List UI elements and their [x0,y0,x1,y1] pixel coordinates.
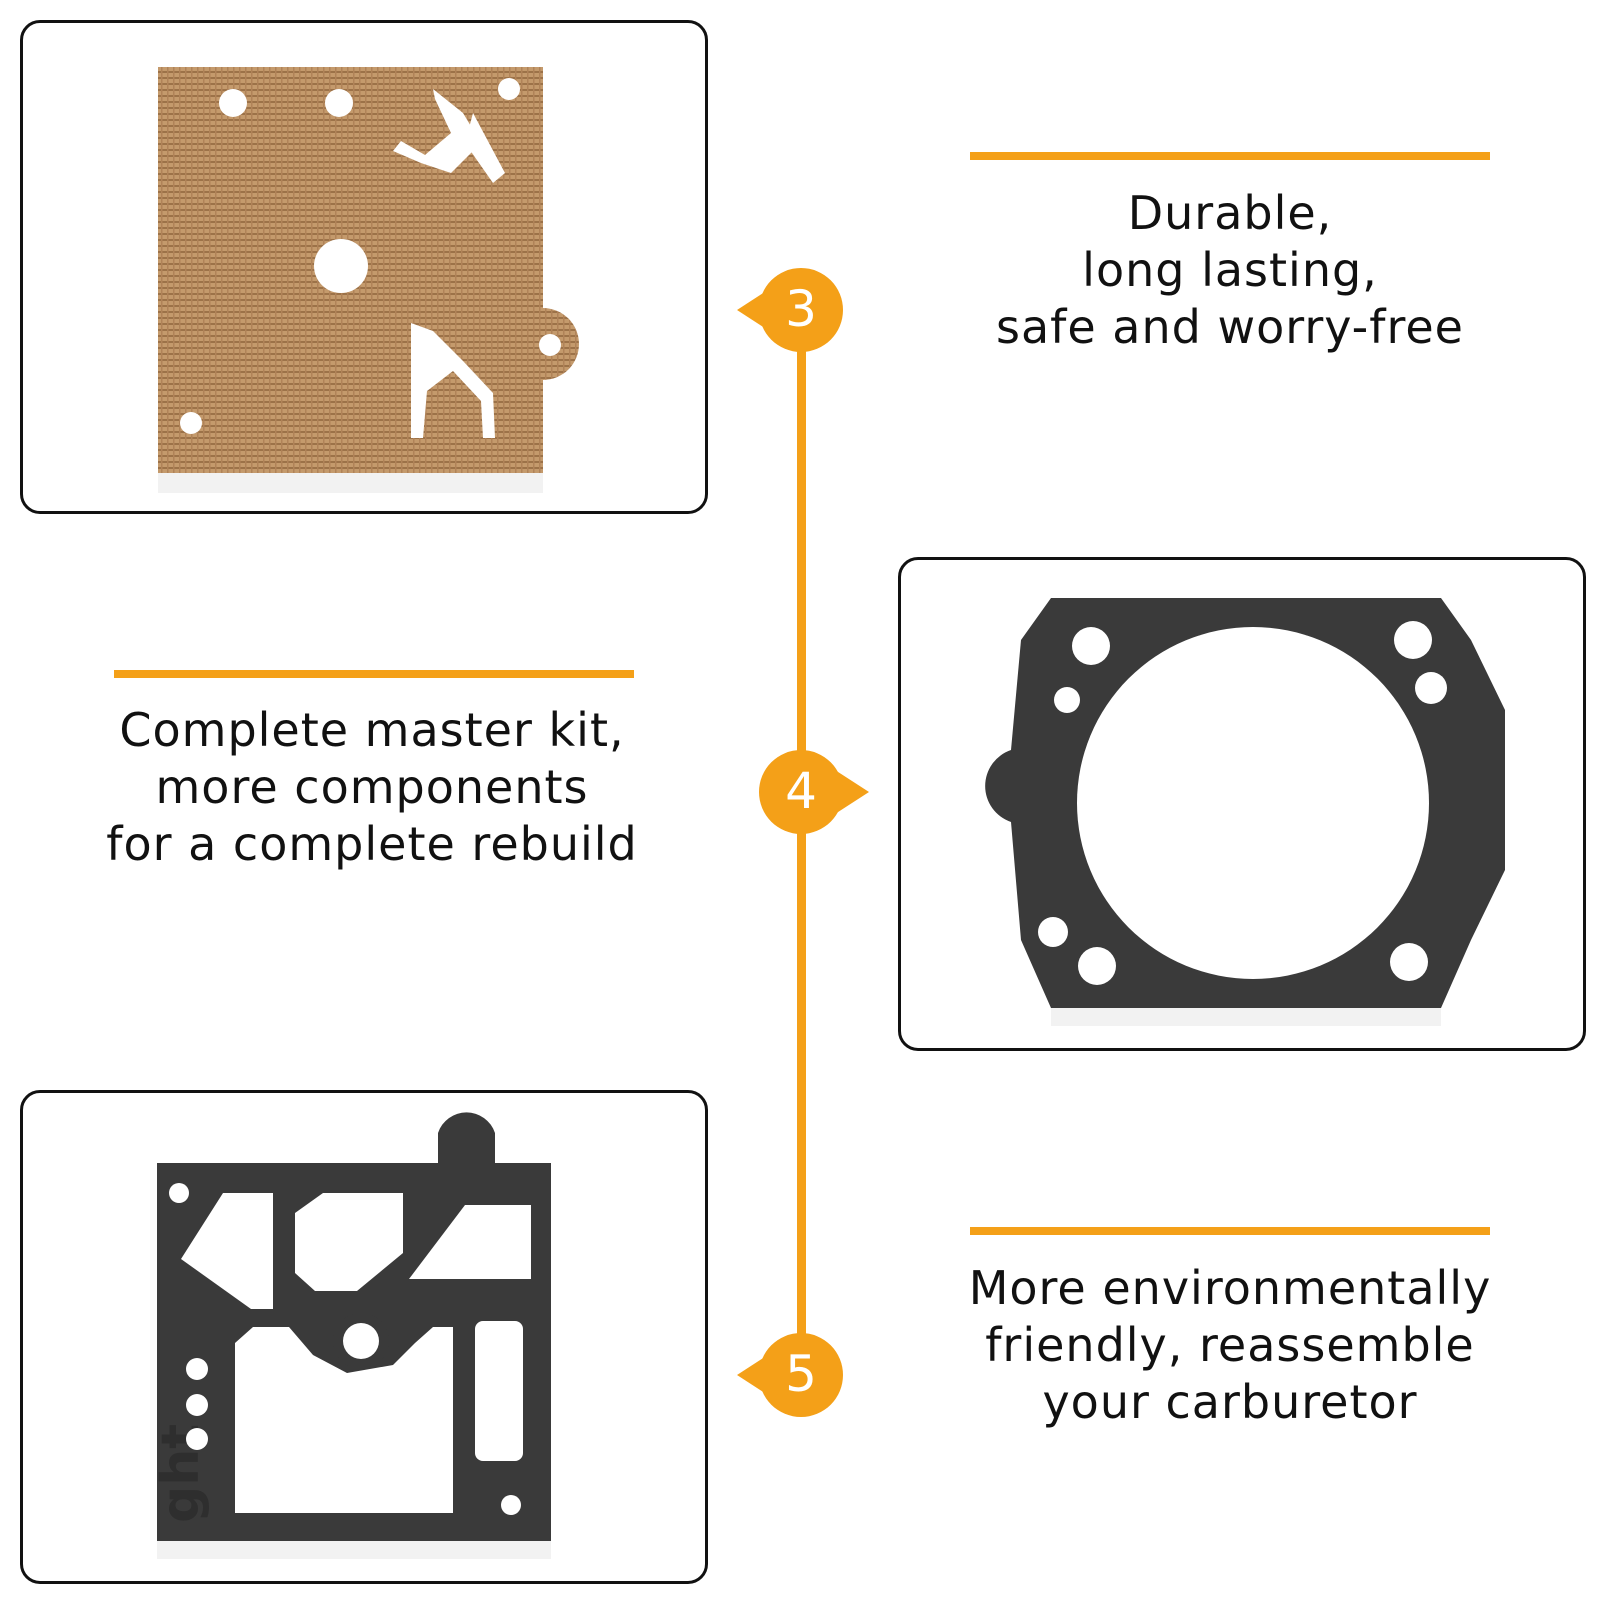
step-marker-3: 3 [737,260,847,360]
feature-2-line-1: Complete master kit, [119,703,625,757]
feature-divider-2 [114,670,634,678]
timeline-bar [797,320,806,1382]
product-image-panel-2 [898,557,1586,1051]
round-bore-gasket-icon [985,598,1505,1026]
feature-3-line-2: friendly, reassemble [985,1318,1475,1372]
carburetor-gasket-icon: ght [151,1112,551,1559]
step-number-5: 5 [785,1345,817,1403]
step-number-3: 3 [785,280,817,338]
feature-1-line-3: safe and worry-free [996,300,1464,354]
feature-divider-1 [970,152,1490,160]
product-image-panel-1 [20,20,708,514]
product-image-panel-3: ght [20,1090,708,1584]
feature-1-line-1: Durable, [1127,186,1333,240]
feature-text-2: Complete master kit, more components for… [72,702,672,873]
feature-3-line-1: More environmentally [968,1261,1492,1315]
tan-mesh-gasket-icon [158,67,579,493]
step-marker-5: 5 [737,1325,847,1425]
feature-2-line-3: for a complete rebuild [106,817,638,871]
feature-3-line-3: your carburetor [1042,1375,1418,1429]
feature-1-line-2: long lasting, [1082,243,1378,297]
feature-divider-3 [970,1227,1490,1235]
step-marker-4: 4 [759,742,869,842]
step-number-4: 4 [785,762,817,820]
feature-2-line-2: more components [155,760,589,814]
feature-text-1: Durable, long lasting, safe and worry-fr… [930,185,1530,356]
feature-text-3: More environmentally friendly, reassembl… [930,1260,1530,1431]
